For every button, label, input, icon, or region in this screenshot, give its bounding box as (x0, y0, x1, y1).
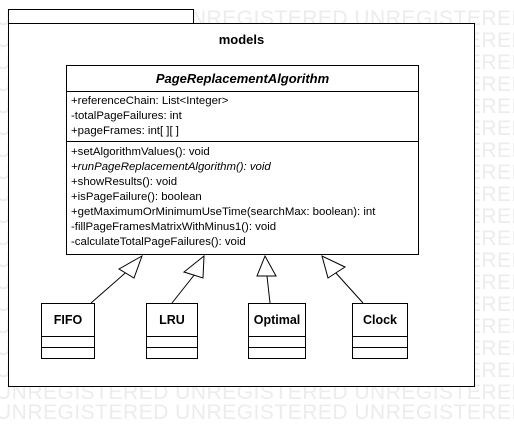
operation[interactable]: +setAlgorithmValues(): void (71, 146, 210, 158)
abstract-operation[interactable]: +runPageReplacementAlgorithm(): void (71, 161, 271, 173)
class-name: Clock (353, 304, 407, 337)
generalization-lru[interactable] (171, 254, 205, 304)
attributes-compartment: +referenceChain: List<Integer> -totalPag… (67, 92, 418, 142)
package-tab[interactable] (8, 9, 194, 23)
attributes-compartment (249, 337, 305, 348)
class-name: PageReplacementAlgorithm (67, 66, 418, 92)
attributes-compartment (42, 337, 94, 348)
generalization-optimal[interactable] (256, 254, 277, 304)
operation[interactable]: +getMaximumOrMinimumUseTime(searchMax: b… (71, 206, 376, 218)
package-name: models (218, 32, 265, 47)
operation[interactable]: -fillPageFramesMatrixWithMinus1(): void (71, 221, 277, 233)
generalization-clock[interactable] (321, 255, 364, 304)
inheritance-arrowhead (182, 254, 205, 279)
inheritance-arrowhead (118, 254, 143, 279)
class-name: LRU (147, 304, 197, 337)
class-name: FIFO (42, 304, 94, 337)
attribute[interactable]: -totalPageFailures: int (71, 110, 182, 122)
attributes-compartment (353, 337, 407, 348)
operations-compartment: +setAlgorithmValues(): void +runPageRepl… (67, 142, 418, 250)
class-optimal[interactable]: Optimal (248, 303, 306, 359)
class-lru[interactable]: LRU (146, 303, 198, 359)
generalization-fifo[interactable] (90, 254, 143, 304)
operation[interactable]: +showResults(): void (71, 176, 178, 188)
attributes-compartment (147, 337, 197, 348)
inheritance-arrowhead (321, 255, 347, 279)
attribute[interactable]: +referenceChain: List<Integer> (71, 95, 229, 107)
class-name: Optimal (249, 304, 305, 337)
operation[interactable]: +isPageFailure(): boolean (71, 191, 202, 203)
class-fifo[interactable]: FIFO (41, 303, 95, 359)
attribute[interactable]: +pageFrames: int[ ][ ] (71, 125, 179, 137)
class-clock[interactable]: Clock (352, 303, 408, 359)
operation[interactable]: -calculateTotalPageFailures(): void (71, 236, 246, 248)
class-page-replacement-algorithm[interactable]: PageReplacementAlgorithm +referenceChain… (66, 65, 419, 255)
inheritance-arrowhead (256, 254, 277, 277)
